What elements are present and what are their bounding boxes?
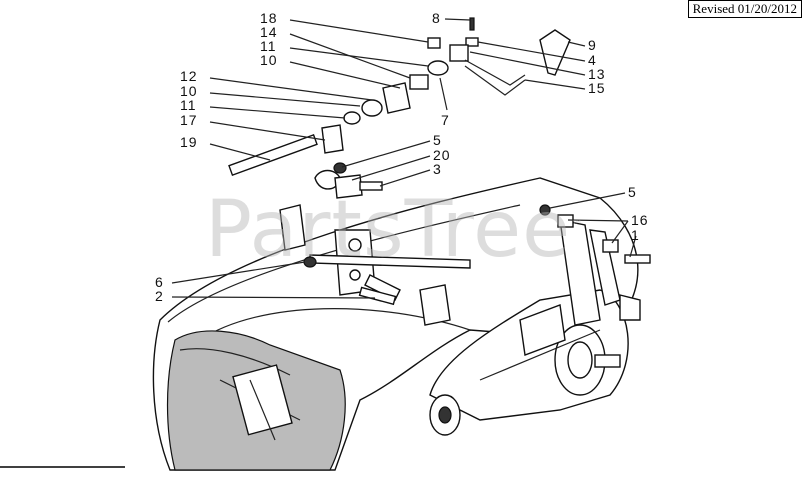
callout-2: 2 <box>155 288 164 304</box>
callout-18: 18 <box>260 10 278 26</box>
callout-7: 7 <box>441 112 450 128</box>
callout-9: 9 <box>588 37 597 53</box>
callout-16: 16 <box>631 212 649 228</box>
callout-5b: 5 <box>628 184 637 200</box>
callout-10: 10 <box>260 52 278 68</box>
callout-6: 6 <box>155 274 164 290</box>
callout-8: 8 <box>432 10 441 26</box>
callout-5: 5 <box>433 132 442 148</box>
transmission-assembly <box>429 219 641 436</box>
callout-14: 14 <box>260 24 278 40</box>
callout-labels: 18 14 11 10 12 10 11 17 19 8 9 4 13 15 7… <box>155 10 649 304</box>
callout-13: 13 <box>588 66 606 82</box>
callout-4: 4 <box>588 52 597 68</box>
axle-bracket-assembly <box>279 204 471 326</box>
callout-20: 20 <box>433 147 451 163</box>
callout-11b: 11 <box>180 97 197 113</box>
callout-15: 15 <box>588 80 606 96</box>
callout-19: 19 <box>180 134 198 150</box>
leader-lines <box>171 18 637 299</box>
callout-1: 1 <box>631 227 640 243</box>
callout-17: 17 <box>180 112 198 128</box>
callout-11: 11 <box>260 38 277 54</box>
callout-10b: 10 <box>180 83 198 99</box>
callout-12: 12 <box>180 68 198 84</box>
callout-3: 3 <box>433 161 442 177</box>
revised-date-label: Revised 01/20/2012 <box>687 0 802 18</box>
tiller-hood <box>152 177 639 471</box>
